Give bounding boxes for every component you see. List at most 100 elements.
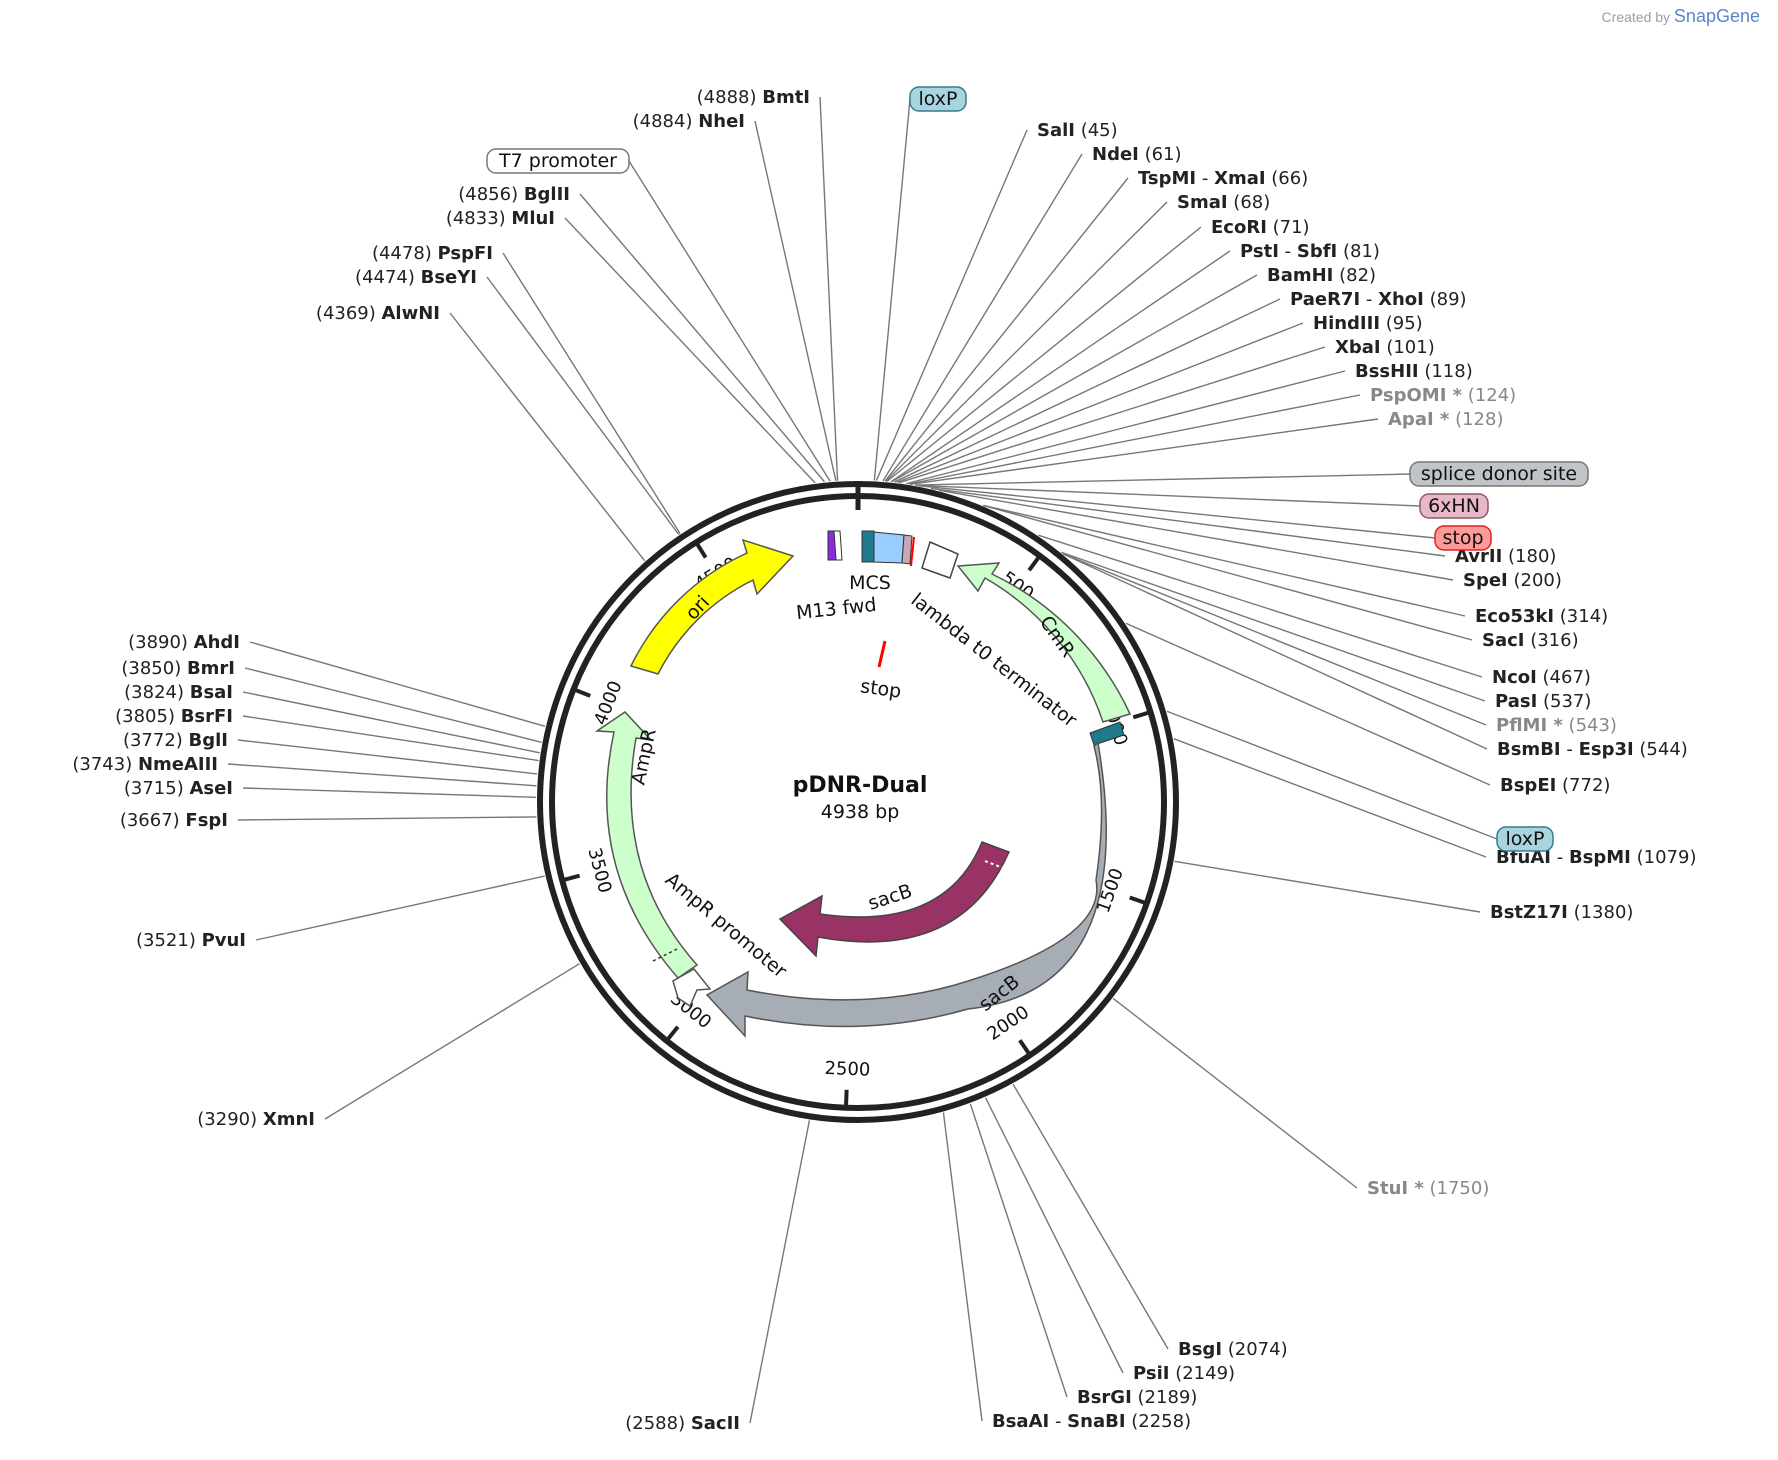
lambda-t0-label: lambda t0 terminator bbox=[907, 589, 1081, 732]
site-label-mlui: (4833) MluI bbox=[446, 208, 555, 229]
site-label-hindiii: HindIII (95) bbox=[1313, 313, 1423, 334]
site-label-sali: SalI (45) bbox=[1037, 120, 1118, 141]
leader-bglii bbox=[579, 193, 825, 483]
site-label-pspfi: (4478) PspFI bbox=[372, 243, 493, 264]
ampr-arrow[interactable] bbox=[594, 711, 699, 979]
site-label-bsrfi: (3805) BsrFI bbox=[115, 706, 233, 727]
leader-eco53ki bbox=[983, 504, 1466, 617]
leader-smai bbox=[885, 201, 1168, 482]
cmr-promoter-box bbox=[1089, 721, 1125, 746]
loxp-feature[interactable] bbox=[861, 530, 875, 563]
badge-text-4: stop bbox=[1442, 527, 1483, 549]
leader-bsmbi bbox=[1063, 553, 1488, 750]
leader-pasi bbox=[1061, 551, 1486, 702]
leader-stui bbox=[1112, 997, 1358, 1189]
leader-ncoi bbox=[1038, 534, 1483, 678]
site-label-ndei: NdeI (61) bbox=[1092, 144, 1182, 165]
badge-leader-2 bbox=[915, 473, 1411, 486]
site-label-alwni: (4369) AlwNI bbox=[316, 303, 440, 324]
leader-pflmi bbox=[1062, 553, 1487, 726]
plasmid-name: pDNR-Dual bbox=[793, 773, 928, 798]
tick-4500 bbox=[694, 541, 708, 559]
ampr-promoter-arrow[interactable] bbox=[672, 968, 712, 1008]
sacb-grey-arrow[interactable] bbox=[705, 741, 1107, 1038]
leader-tspmi bbox=[884, 177, 1129, 482]
tick-label-3500: 3500 bbox=[583, 846, 615, 896]
site-label-bspei: BspEI (772) bbox=[1500, 775, 1610, 796]
tick-500 bbox=[1027, 554, 1042, 572]
leader-paer7i bbox=[894, 298, 1281, 483]
site-label-paer7i: PaeR7I - XhoI (89) bbox=[1290, 289, 1467, 310]
site-label-fspi: (3667) FspI bbox=[120, 810, 228, 831]
site-label-stui: StuI * (1750) bbox=[1367, 1178, 1489, 1199]
leader-bamhi bbox=[891, 274, 1258, 483]
site-label-tspmi: TspMI - XmaI (66) bbox=[1138, 168, 1308, 189]
leader-bsrgi bbox=[969, 1103, 1068, 1398]
leader-sacii bbox=[749, 1120, 811, 1424]
site-label-psii: PsiI (2149) bbox=[1133, 1363, 1235, 1384]
leader-bsaai bbox=[942, 1112, 983, 1422]
site-label-sacii: (2588) SacII bbox=[625, 1413, 740, 1434]
badge-leader-5 bbox=[1166, 710, 1498, 840]
stop-feature-top bbox=[910, 536, 915, 567]
site-label-smai: SmaI (68) bbox=[1177, 192, 1270, 213]
mcs-feature[interactable] bbox=[873, 531, 905, 564]
badge-stop[interactable] bbox=[1434, 525, 1492, 551]
badge-splice-donor-site[interactable] bbox=[1409, 461, 1589, 487]
leader-ahdi bbox=[249, 641, 546, 727]
site-label-xmni: (3290) XmnI bbox=[197, 1109, 315, 1130]
site-label-pflmi: PflMI * (543) bbox=[1496, 715, 1617, 736]
leader-ecori bbox=[886, 226, 1202, 482]
leader-bsgi bbox=[1012, 1083, 1169, 1350]
site-label-nhei: (4884) NheI bbox=[633, 111, 745, 132]
badge-leader-3 bbox=[917, 484, 1421, 507]
badge-loxp[interactable] bbox=[1496, 826, 1554, 852]
stop-mark-label: stop bbox=[859, 675, 903, 702]
leader-bseyi bbox=[486, 276, 680, 535]
site-label-bmri: (3850) BmrI bbox=[121, 658, 235, 679]
site-label-bmti: (4888) BmtI bbox=[697, 87, 810, 108]
leader-psii bbox=[984, 1097, 1124, 1374]
site-label-nmeaiii: (3743) NmeAIII bbox=[72, 754, 218, 775]
leader-mlui bbox=[564, 217, 816, 484]
leader-psti bbox=[890, 250, 1231, 483]
tick-1500 bbox=[1129, 895, 1148, 906]
lambda-t0-box[interactable] bbox=[921, 540, 959, 579]
site-label-bamhi: BamHI (82) bbox=[1267, 265, 1376, 286]
leader-bgli bbox=[237, 739, 538, 775]
sacb-inner-arrow[interactable] bbox=[778, 841, 1011, 958]
leader-pvui bbox=[255, 875, 545, 941]
site-labels: (4888) BmtI(4884) NheI(4856) BglII(4833)… bbox=[72, 87, 1696, 1434]
6xhn-feature[interactable] bbox=[901, 534, 913, 565]
leader-fspi bbox=[237, 816, 537, 821]
badge-loxp[interactable] bbox=[909, 86, 967, 112]
site-label-ncoi: NcoI (467) bbox=[1492, 667, 1591, 688]
badge-text-0: loxP bbox=[918, 88, 957, 110]
cmr-arrow[interactable] bbox=[956, 562, 1132, 723]
badge-leader-4 bbox=[919, 485, 1436, 539]
mcs-label: MCS bbox=[849, 572, 891, 594]
badge-leader-0 bbox=[873, 98, 911, 481]
leader-bmri bbox=[244, 667, 542, 744]
tick-label-2500: 2500 bbox=[824, 1058, 871, 1081]
tick-4000 bbox=[572, 687, 591, 698]
leader-spei bbox=[938, 489, 1454, 581]
leader-pspomi bbox=[908, 394, 1361, 485]
leader-ndei bbox=[882, 153, 1083, 482]
ori-arrow[interactable] bbox=[629, 538, 795, 675]
tick-3000 bbox=[665, 1025, 680, 1043]
leader-xbai bbox=[899, 346, 1326, 484]
tick-1000 bbox=[1132, 710, 1152, 720]
leader-bspei bbox=[1125, 622, 1491, 786]
leader-bmti bbox=[819, 96, 839, 481]
badge-6xhn[interactable] bbox=[1419, 493, 1489, 519]
site-label-bseyi: (4474) BseYI bbox=[355, 267, 477, 288]
leader-bsshii bbox=[905, 370, 1346, 485]
badge-leader-1 bbox=[628, 160, 831, 482]
site-label-psti: PstI - SbfI (81) bbox=[1240, 241, 1380, 262]
site-label-bsgi: BsgI (2074) bbox=[1178, 1339, 1288, 1360]
leader-pspfi bbox=[502, 252, 681, 534]
badge-t7-promoter[interactable] bbox=[486, 148, 630, 174]
